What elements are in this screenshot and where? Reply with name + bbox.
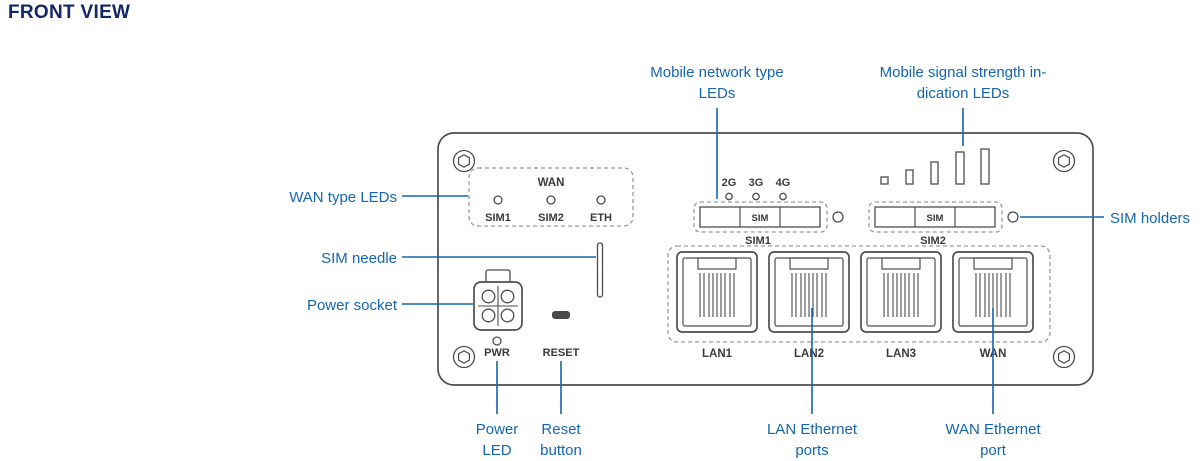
callout-mobile-network-line2: LEDs bbox=[698, 85, 736, 102]
signal-bar-1 bbox=[880, 176, 889, 185]
wan-led-label-sim2: SIM2 bbox=[538, 212, 564, 224]
corner-screw-top-right bbox=[1052, 149, 1076, 173]
sim1-slot-text: SIM bbox=[752, 213, 769, 224]
power-pin-4 bbox=[500, 308, 515, 323]
callout-reset-button-line1: Reset bbox=[541, 421, 581, 438]
sim-needle bbox=[596, 242, 604, 298]
reset-button-label: RESET bbox=[543, 347, 580, 359]
wan-led-sim2 bbox=[546, 195, 556, 205]
page-title: FRONT VIEW bbox=[8, 2, 131, 23]
callout-wan-port-line1: WAN Ethernet bbox=[945, 421, 1041, 438]
callout-wan-port-line2: port bbox=[980, 442, 1006, 459]
callout-lan-ethernet-ports: LAN Ethernet ports bbox=[737, 419, 887, 461]
lan1-port-label: LAN1 bbox=[702, 348, 733, 360]
callout-wan-ethernet-port: WAN Ethernet port bbox=[918, 419, 1068, 461]
callout-mobile-signal-strength-leds: Mobile signal strength in- dication LEDs bbox=[853, 62, 1073, 104]
mobile-network-type-leds: 2G 3G 4G bbox=[722, 177, 791, 201]
callout-power-led-line2: LED bbox=[482, 442, 512, 459]
sim2-slot-text: SIM bbox=[927, 213, 944, 224]
callout-lan-ports-line2: ports bbox=[795, 442, 829, 459]
network-led-3g bbox=[752, 192, 760, 201]
wan-led-eth bbox=[596, 195, 606, 205]
wan-panel-title: WAN bbox=[538, 177, 565, 189]
callout-reset-button-line2: button bbox=[540, 442, 582, 459]
network-led-label-2g: 2G bbox=[722, 177, 737, 189]
wan-led-panel: WAN SIM1 SIM2 ETH bbox=[468, 167, 634, 227]
lan3-port-label: LAN3 bbox=[886, 348, 916, 360]
wan-led-label-sim1: SIM1 bbox=[485, 212, 511, 224]
callout-wan-type-leds: WAN type LEDs bbox=[240, 187, 397, 208]
sim1-holder: SIM SIM1 bbox=[693, 201, 844, 247]
network-led-label-3g: 3G bbox=[749, 177, 764, 189]
sim1-slot bbox=[699, 206, 821, 228]
corner-screw-bottom-right bbox=[1052, 345, 1076, 369]
network-led-4g bbox=[779, 192, 787, 201]
callout-power-led: Power LED bbox=[447, 419, 547, 461]
sim1-label: SIM1 bbox=[745, 235, 771, 247]
sim2-holder: SIM SIM2 bbox=[868, 201, 1019, 247]
power-led bbox=[492, 336, 502, 346]
signal-bar-3 bbox=[930, 161, 939, 185]
network-led-2g bbox=[725, 192, 733, 201]
callout-sim-holders-text: SIM holders bbox=[1110, 210, 1191, 227]
power-pin-3 bbox=[481, 308, 496, 323]
sim1-holder-box bbox=[693, 201, 828, 233]
lan1-port-pins bbox=[699, 273, 735, 317]
corner-screw-top-left bbox=[452, 149, 476, 173]
callout-mobile-network-line1: Mobile network type bbox=[650, 64, 784, 81]
ethernet-ports-box bbox=[667, 245, 1051, 343]
sim2-label: SIM2 bbox=[920, 235, 946, 247]
power-socket bbox=[473, 269, 523, 331]
signal-bar-4 bbox=[955, 151, 965, 185]
signal-bar-2 bbox=[905, 169, 914, 185]
sim2-eject-hole bbox=[1007, 211, 1019, 223]
lan2-port bbox=[768, 251, 850, 333]
callout-reset-button: Reset button bbox=[511, 419, 611, 461]
callout-mobile-network-type-leds: Mobile network type LEDs bbox=[617, 62, 817, 104]
callout-power-led-line1: Power bbox=[475, 421, 519, 438]
power-socket-latch bbox=[485, 269, 511, 284]
power-led-label: PWR bbox=[484, 347, 510, 359]
callout-sim-needle: SIM needle bbox=[240, 248, 397, 269]
lan3-port bbox=[860, 251, 942, 333]
reset-button bbox=[552, 311, 570, 319]
lan1-port bbox=[676, 251, 758, 333]
wan-port-pins bbox=[975, 273, 1011, 317]
lan2-port-label: LAN2 bbox=[794, 348, 824, 360]
power-pin-1 bbox=[481, 289, 496, 304]
sim2-holder-box bbox=[868, 201, 1003, 233]
sim1-eject-hole bbox=[832, 211, 844, 223]
callout-mobile-signal-line2: dication LEDs bbox=[916, 85, 1010, 102]
wan-led-label-eth: ETH bbox=[590, 212, 612, 224]
lan3-port-pins bbox=[883, 273, 919, 317]
callout-power-socket-text: Power socket bbox=[306, 297, 397, 314]
power-pin-2 bbox=[500, 289, 515, 304]
callout-wan-type-leds-text: WAN type LEDs bbox=[289, 189, 397, 206]
network-led-label-4g: 4G bbox=[776, 177, 791, 189]
corner-screw-bottom-left bbox=[452, 345, 476, 369]
wan-led-panel-box bbox=[468, 167, 634, 227]
signal-bar-5 bbox=[980, 148, 990, 185]
callout-lan-ports-line1: LAN Ethernet bbox=[766, 421, 858, 438]
callout-sim-holders: SIM holders bbox=[1110, 208, 1200, 229]
callout-power-socket: Power socket bbox=[240, 295, 397, 316]
lan2-port-pins bbox=[791, 273, 827, 317]
callout-mobile-signal-line1: Mobile signal strength in- bbox=[879, 64, 1047, 81]
callout-sim-needle-text: SIM needle bbox=[321, 250, 397, 267]
signal-strength-leds bbox=[880, 148, 990, 185]
wan-led-sim1 bbox=[493, 195, 503, 205]
sim2-slot bbox=[874, 206, 996, 228]
